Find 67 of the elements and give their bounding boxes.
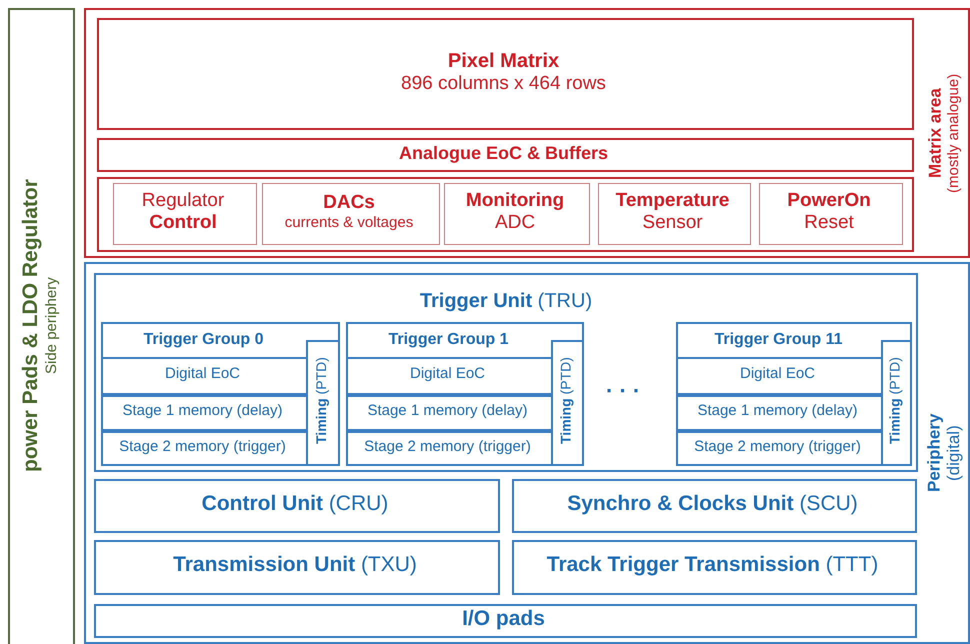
trigger-group-block bbox=[346, 322, 584, 466]
block-label: Temperature bbox=[616, 190, 730, 212]
digital-eoc-block bbox=[101, 357, 308, 395]
block-label: Track Trigger Transmission (TTT) bbox=[546, 553, 878, 578]
temperature-block bbox=[598, 183, 751, 245]
trigger-unit-block bbox=[94, 273, 918, 472]
block-label: Digital EoC bbox=[740, 365, 816, 383]
regulator-block bbox=[113, 183, 257, 245]
block-label: Timing (PTD) bbox=[886, 358, 903, 444]
block-label: Stage 1 memory (delay) bbox=[367, 402, 528, 420]
block-label: Pixel Matrix bbox=[448, 50, 560, 73]
block-sublabel: 896 columns x 464 rows bbox=[401, 72, 606, 94]
control-unit-block bbox=[94, 479, 500, 533]
monitoring-block bbox=[444, 183, 590, 245]
block-label: Stage 2 memory (trigger) bbox=[119, 438, 286, 456]
block-label: Stage 1 memory (delay) bbox=[697, 402, 858, 420]
block-label: Timing (PTD) bbox=[557, 358, 574, 444]
io-pads-block bbox=[94, 604, 917, 638]
block-sublabel: Control bbox=[149, 212, 217, 234]
stage1-memory-block bbox=[101, 395, 308, 431]
trigger-group-block bbox=[101, 322, 340, 466]
block-label: Control Unit (CRU) bbox=[202, 492, 388, 516]
block-label: Digital EoC bbox=[164, 365, 240, 383]
side-periphery-strip bbox=[8, 8, 75, 644]
block-sublabel: Sensor bbox=[642, 212, 703, 234]
block-label: Periphery bbox=[924, 414, 944, 492]
dac-block bbox=[262, 183, 440, 245]
block-label: Digital EoC bbox=[410, 365, 486, 383]
analogue-periphery-row bbox=[97, 177, 914, 252]
block-label: Regulator bbox=[142, 190, 224, 212]
block-label: Trigger Unit (TRU) bbox=[420, 290, 592, 312]
track-trigger-block bbox=[512, 540, 917, 595]
block-sublabel: currents & voltages bbox=[284, 214, 414, 232]
block-label: Monitoring bbox=[466, 190, 564, 212]
block-sublabel: Reset bbox=[804, 212, 854, 234]
block-label: Stage 2 memory (trigger) bbox=[364, 438, 531, 456]
block-label: Transmission Unit (TXU) bbox=[173, 553, 417, 578]
ellipsis-label: · · · bbox=[606, 378, 640, 404]
power-on-block bbox=[759, 183, 903, 245]
block-sublabel: (mostly analogue) bbox=[945, 73, 962, 193]
block-label: DACs bbox=[323, 192, 375, 214]
block-label: Timing (PTD) bbox=[312, 358, 330, 444]
block-label: Analogue EoC & Buffers bbox=[398, 142, 608, 164]
block-label: PowerOn bbox=[787, 190, 871, 212]
digital-eoc-block bbox=[346, 357, 553, 395]
block-sublabel: ADC bbox=[494, 212, 536, 234]
periphery-panel bbox=[84, 262, 970, 644]
block-label: Matrix area bbox=[926, 88, 946, 178]
block-label: Synchro & Clocks Unit (SCU) bbox=[567, 492, 858, 516]
synchro-clocks-block bbox=[512, 479, 917, 533]
transmission-unit-block bbox=[94, 540, 500, 595]
trigger-group-block bbox=[676, 322, 912, 466]
stage1-memory-block bbox=[676, 395, 883, 431]
analogue-eoc-block bbox=[97, 138, 914, 172]
pixel-matrix-block bbox=[97, 18, 914, 130]
block-label: Trigger Group 1 bbox=[388, 330, 508, 350]
matrix-area-panel bbox=[84, 8, 970, 258]
block-label: Trigger Group 11 bbox=[714, 330, 843, 350]
block-label: power Pads & LDO Regulator bbox=[18, 180, 43, 472]
block-sublabel: (digital) bbox=[944, 425, 964, 481]
block-label: Stage 2 memory (trigger) bbox=[694, 438, 861, 456]
block-sublabel: Side periphery bbox=[42, 278, 60, 374]
stage1-memory-block bbox=[346, 395, 553, 431]
block-label: I/O pads bbox=[462, 606, 545, 632]
digital-eoc-block bbox=[676, 357, 883, 395]
block-label: Stage 1 memory (delay) bbox=[122, 402, 283, 420]
block-label: Trigger Group 0 bbox=[143, 330, 264, 350]
